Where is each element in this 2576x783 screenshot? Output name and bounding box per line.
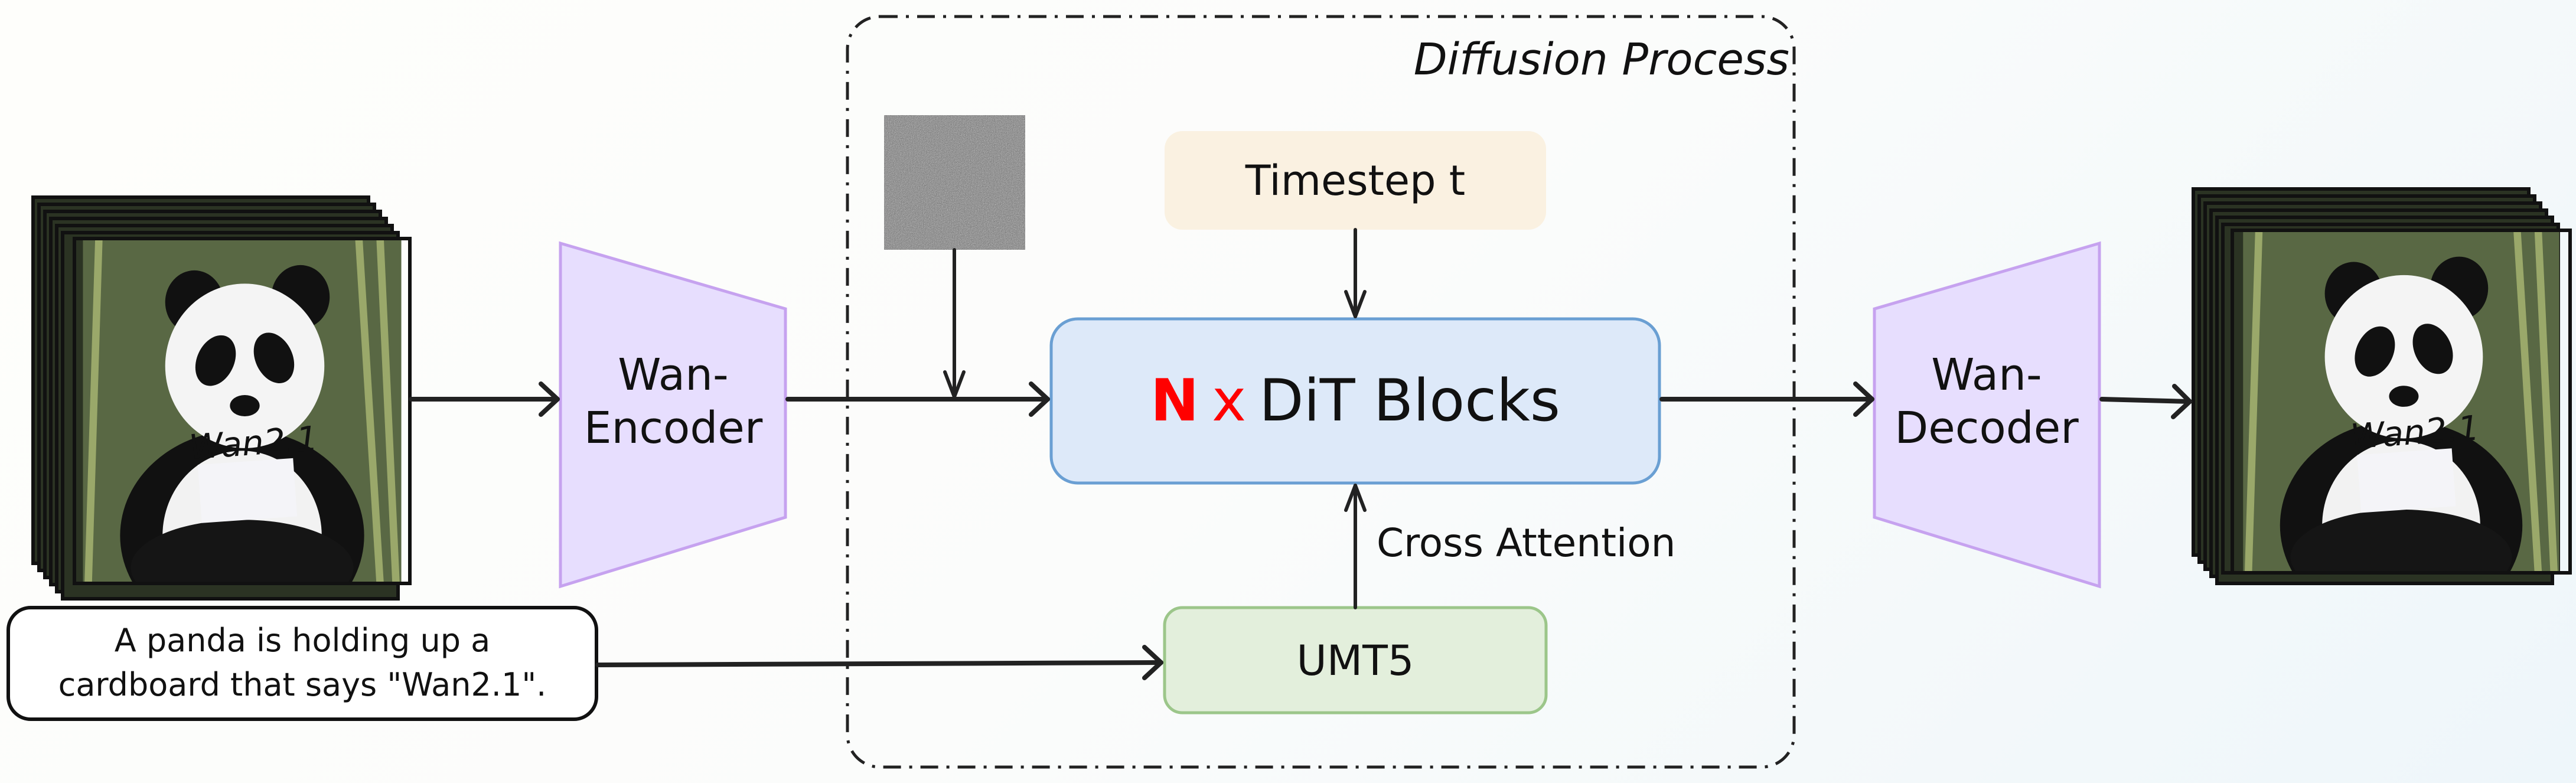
- diffusion-process-frame: [846, 15, 1796, 769]
- timestep-box: [1165, 131, 1546, 230]
- diffusion-process-label: Diffusion Process: [1414, 34, 1789, 85]
- times-sign: x: [1212, 367, 1246, 435]
- wan-decoder-shape: [1873, 241, 2101, 589]
- umt5-label: UMT5: [1297, 637, 1414, 685]
- encoder-label-line1: Wan-: [618, 350, 728, 400]
- decoder-label-line2: Decoder: [1894, 403, 2079, 454]
- dit-blocks-box: [1049, 317, 1661, 485]
- wan-encoder-shape: [559, 241, 787, 589]
- n-multiplier: N: [1150, 367, 1199, 435]
- cross-attention-label: Cross Attention: [1377, 520, 1676, 566]
- arrow-decoder-to-output: [2099, 397, 2192, 404]
- output-video-frames: Wan2.1: [2192, 187, 2572, 585]
- output-sign-text: Wan2.1: [2349, 407, 2481, 456]
- flow-arrows: [409, 228, 2192, 680]
- timestep-label: Timestep t: [1245, 156, 1465, 205]
- prompt-line1: A panda is holding up a: [115, 622, 491, 659]
- arrow-prompt-to-umt5: [595, 660, 1163, 667]
- noise-texture: [884, 115, 1025, 250]
- encoder-label-line2: Encoder: [584, 403, 763, 454]
- dit-blocks-label: DiT Blocks: [1259, 367, 1560, 435]
- prompt-line2: cardboard that says "Wan2.1".: [58, 666, 547, 703]
- decoder-label-line1: Wan-: [1931, 350, 2042, 400]
- input-sign-text: Wan2.1: [188, 418, 319, 467]
- input-video-frames: Wan2.1: [31, 195, 412, 601]
